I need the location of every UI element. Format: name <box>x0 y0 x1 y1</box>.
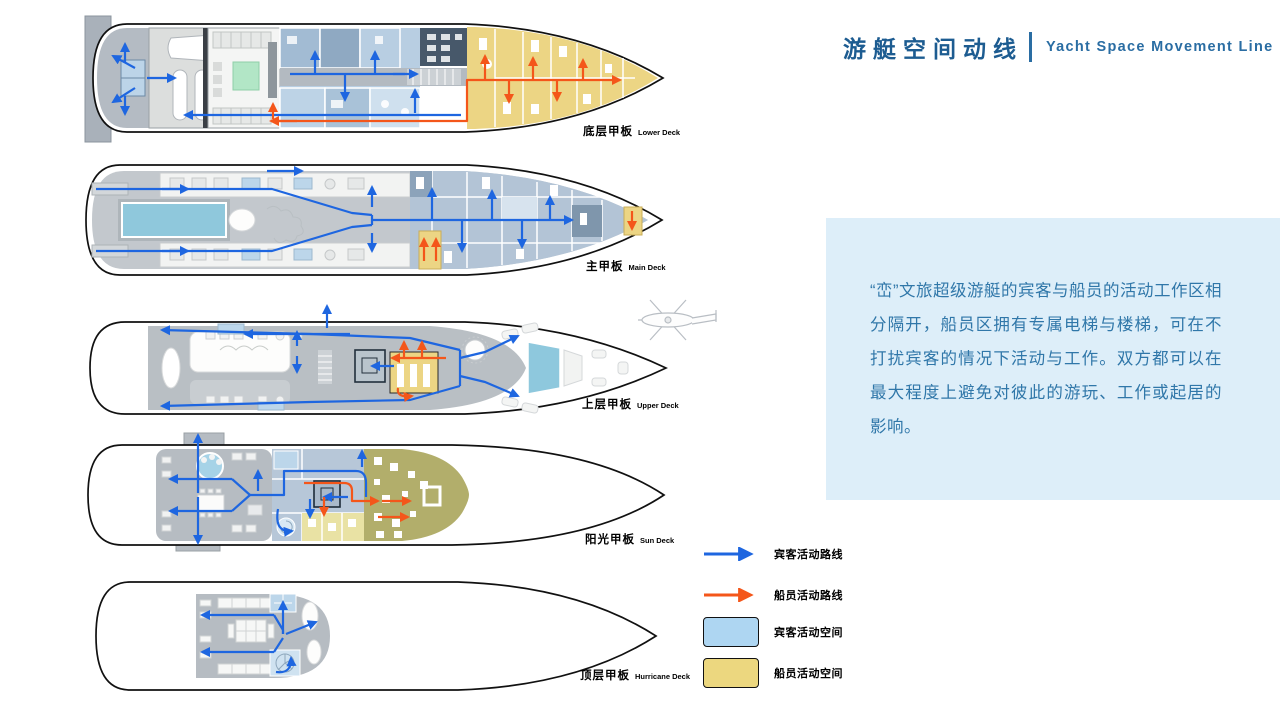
crew-routes <box>304 481 413 523</box>
hurricane-deck-plan <box>78 572 678 702</box>
helicopter-icon <box>638 299 717 341</box>
upper-stairs <box>318 350 332 384</box>
crew-quarters-zone <box>467 27 658 129</box>
legend-guest-space: 宾客活动空间 <box>703 617 843 647</box>
guest-routes <box>159 303 520 411</box>
sofa-blob-bottom <box>306 639 322 665</box>
legend-guest-route: 宾客活动路线 <box>703 546 843 562</box>
legend-crew-route: 船员活动路线 <box>703 587 843 603</box>
bow-pad <box>563 349 583 387</box>
engine-room <box>207 27 281 129</box>
coral-decor <box>266 205 304 244</box>
guest-routes <box>167 432 368 546</box>
lounge-decor <box>219 345 269 351</box>
bow-spa-pool <box>527 341 561 395</box>
title-divider <box>1029 32 1032 62</box>
dining-table <box>197 494 225 512</box>
engine-equipment-green <box>232 61 260 91</box>
hurricane-deck-hull <box>95 581 658 691</box>
main-deck-pool <box>121 202 227 238</box>
legend-crew-space: 船员活动空间 <box>703 658 843 688</box>
stairwell-box <box>313 480 341 508</box>
crew-routes <box>267 53 623 127</box>
laundry-room <box>420 28 467 66</box>
upper-deck-plan <box>70 292 720 432</box>
title-chinese: 游艇空间动线 <box>843 36 1023 62</box>
description-text: “峦”文旅超级游艇的宾客与船员的活动工作区相分隔开，船员区拥有专属电梯与楼梯，可… <box>870 282 1222 436</box>
crew-rooms <box>302 513 364 541</box>
page-title: 游艇空间动线 Yacht Space Movement Line <box>843 30 1274 64</box>
title-english: Yacht Space Movement Line <box>1046 39 1274 55</box>
guest-space-swatch <box>703 617 761 647</box>
corridor-stairs <box>407 69 461 85</box>
description-panel: “峦”文旅超级游艇的宾客与船员的活动工作区相分隔开，船员区拥有专属电梯与楼梯，可… <box>826 218 1280 500</box>
loungers <box>161 452 263 533</box>
garage-bulkhead <box>203 28 208 128</box>
crew-routes <box>389 339 446 403</box>
crew-routes <box>418 211 638 261</box>
lower-deck-plan <box>75 12 675 146</box>
guest-routes <box>199 599 318 674</box>
crew-stair-mid <box>418 230 442 270</box>
sun-deck-plan <box>72 431 672 555</box>
crew-space-swatch <box>703 658 761 688</box>
crew-route-arrow-icon <box>703 588 761 602</box>
legend: 宾客活动路线 船员活动路线 宾客活动空间 船员活动空间 <box>703 540 873 700</box>
guest-route-arrow-icon <box>703 547 761 561</box>
main-deck-plan <box>72 157 672 283</box>
pool-lounge <box>228 208 256 232</box>
sofa-blob <box>161 347 181 389</box>
sun-pads <box>501 322 629 414</box>
guest-routes <box>96 165 575 257</box>
guest-routes <box>111 41 461 121</box>
